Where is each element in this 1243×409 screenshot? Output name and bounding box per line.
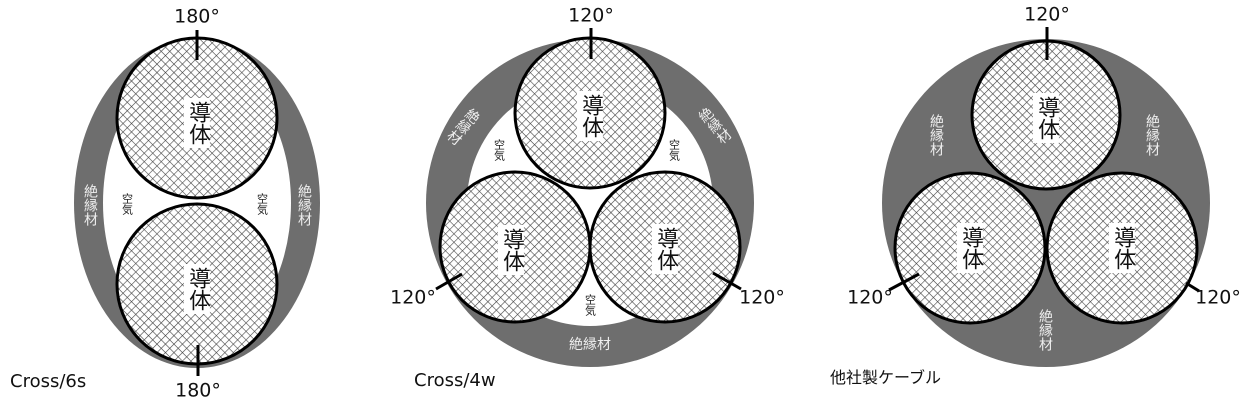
angle-tick-right [712,271,742,291]
conductor-label: 導体 [956,223,984,273]
angle-label-top: 120° [1024,3,1070,26]
angle-label-top: 120° [568,4,614,27]
diagram-caption: 他社製ケーブル [830,368,942,387]
angle-label-right: 120° [739,286,785,309]
other-cable-diagram [882,27,1210,367]
diagram-caption: Cross/4w [414,370,496,391]
cross-6s-diagram [74,30,320,376]
angle-tick-left [888,272,920,292]
angle-label-right: 120° [1195,286,1241,309]
insulation-label-bottom: 絶縁材 [1037,309,1053,351]
air-label-right: 空気 [667,139,681,161]
conductor-label: 導体 [1032,93,1060,143]
insulation-label-left: 絶縁材 [928,114,944,156]
air-label-right: 空気 [255,193,269,215]
air-label-left: 空気 [492,139,506,161]
angle-label-left: 120° [390,286,436,309]
insulation-label-bottom: 絶縁材 [569,337,611,353]
conductor-label: 導体 [651,224,679,274]
insulation-label-left: 絶縁材 [82,184,98,226]
conductor-label: 導体 [497,225,525,275]
conductor-label: 導体 [576,91,604,141]
conductor-label: 導体 [1108,223,1136,273]
angle-label-top: 180° [174,5,220,28]
angle-label-left: 120° [847,286,893,309]
insulation-label-right: 絶縁材 [296,184,312,226]
angle-label-bottom: 180° [175,379,221,402]
conductor-label: 導体 [183,98,211,148]
air-label-bottom: 空気 [583,294,597,316]
angle-tick-right [1185,281,1200,293]
conductor-label: 導体 [183,264,211,314]
air-label-left: 空気 [120,193,134,215]
diagram-caption: Cross/6s [10,371,87,392]
insulation-label-right: 絶縁材 [1144,114,1160,156]
angle-tick-left [435,272,463,291]
cross-4w-diagram [426,28,754,367]
